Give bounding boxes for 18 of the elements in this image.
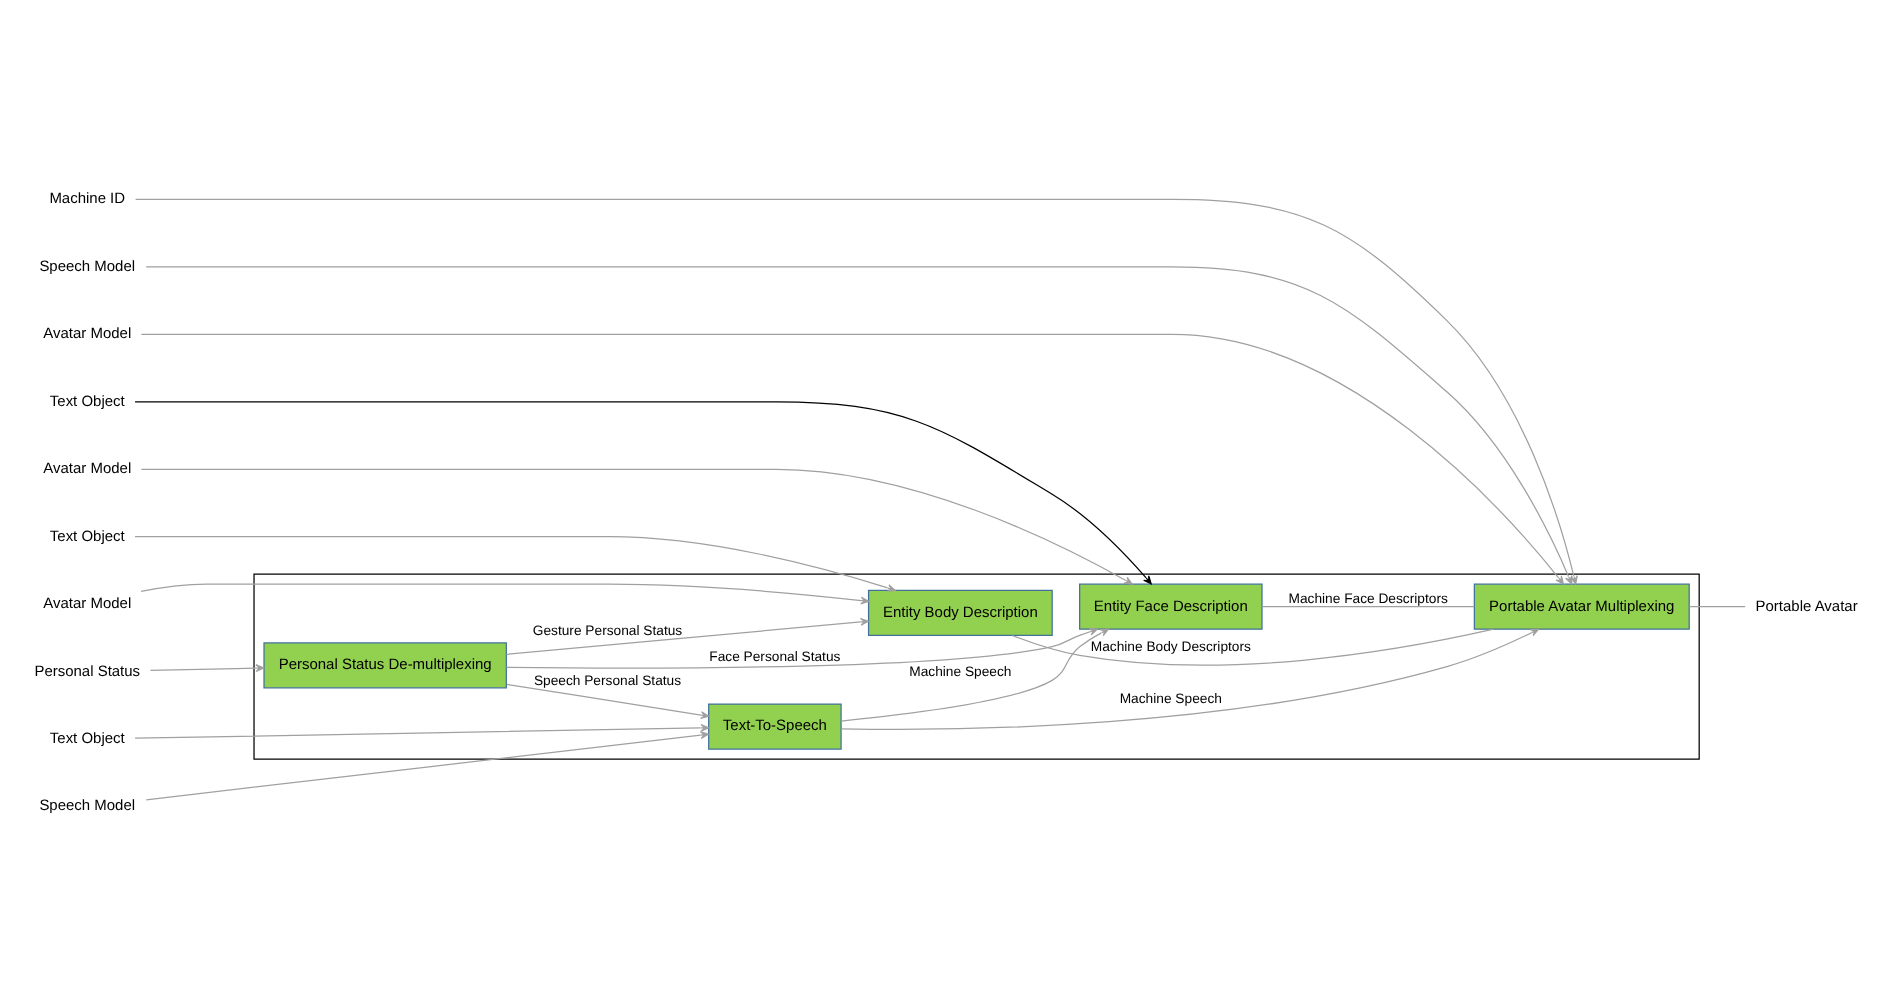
arrow (139, 582, 869, 604)
arrow (504, 626, 1097, 668)
arrow (144, 730, 708, 800)
arrow (133, 400, 1151, 584)
arrow (133, 535, 895, 591)
arrow (139, 467, 1132, 584)
connector (1260, 605, 1474, 607)
arrow (504, 616, 868, 654)
arrow (139, 332, 1564, 584)
arrow (839, 627, 1108, 721)
connector (1010, 627, 1494, 665)
arrow (134, 197, 1577, 584)
arrow (505, 682, 709, 719)
arrow (133, 722, 709, 738)
connector (1687, 605, 1745, 607)
arrow (144, 265, 1572, 584)
arrow (839, 627, 1538, 729)
arrow (148, 663, 264, 672)
